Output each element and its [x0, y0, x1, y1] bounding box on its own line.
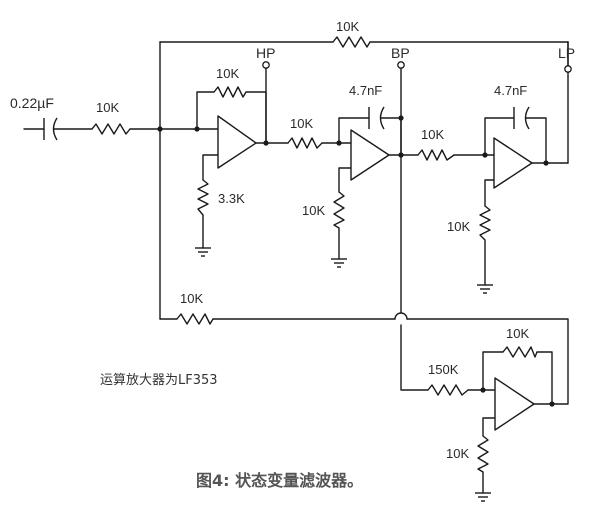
label-r-bp-gnd: 10K — [302, 203, 325, 218]
resistor-input — [91, 123, 131, 135]
label-bp: BP — [391, 45, 410, 61]
op-amp-3 — [493, 137, 533, 189]
ground-icon — [195, 247, 211, 257]
capacitor-bp-feedback — [368, 106, 385, 130]
op-amp-1 — [217, 115, 257, 169]
resistor-integrator-2 — [417, 149, 455, 161]
label-hp: HP — [256, 45, 275, 61]
label-r-hp-gnd: 3.3K — [218, 191, 245, 206]
resistor-lp-ground — [479, 205, 491, 241]
capacitor-input — [43, 117, 58, 141]
resistor-inverter-ground — [477, 435, 489, 473]
label-r-inv-gnd: 10K — [446, 446, 469, 461]
ground-icon — [331, 258, 347, 268]
junction-dots — [157, 115, 555, 407]
label-r-hp-fb: 10K — [216, 66, 239, 81]
label-c-bp: 4.7nF — [349, 83, 382, 98]
capacitor-lp-feedback — [513, 106, 530, 130]
wires — [23, 41, 569, 494]
label-r-return: 10K — [180, 291, 203, 306]
label-r-150k: 150K — [428, 362, 459, 377]
ground-symbols — [195, 247, 493, 502]
label-lp: LP — [558, 45, 575, 61]
ground-icon — [475, 492, 491, 502]
op-amps — [217, 115, 547, 431]
op-amp-4 — [494, 377, 535, 431]
resistor-150k — [427, 384, 469, 396]
resistor-hp-feedback — [213, 86, 247, 98]
label-r-inv-fb: 10K — [506, 326, 529, 341]
component-labels: 0.22µF 10K 10K 10K 10K 3.3K 10K 4.7nF 10… — [10, 19, 529, 461]
capacitors — [43, 106, 530, 141]
terminals — [262, 61, 572, 73]
label-r-int1: 10K — [290, 116, 313, 131]
label-r-int2: 10K — [421, 127, 444, 142]
resistor-bp-ground — [333, 191, 345, 229]
label-r-lp-gnd: 10K — [447, 219, 470, 234]
label-c-in: 0.22µF — [10, 95, 54, 111]
resistor-integrator-1 — [287, 137, 323, 149]
resistor-return — [176, 313, 214, 325]
resistor-top-feedback — [332, 36, 371, 48]
terminal-lp — [564, 65, 572, 73]
label-r-in: 10K — [96, 100, 119, 115]
ground-icon — [477, 284, 493, 294]
resistors — [91, 36, 538, 473]
figure-caption: 图4: 状态变量滤波器。 — [196, 471, 363, 490]
label-r-top: 10K — [336, 19, 359, 34]
terminal-labels: HP BP LP — [256, 45, 575, 61]
terminal-hp — [262, 61, 270, 69]
terminal-bp — [397, 61, 405, 69]
op-amp-2 — [350, 129, 390, 181]
opamp-note: 运算放大器为LF353 — [100, 373, 218, 388]
resistor-inverter-feedback — [502, 346, 538, 358]
label-c-lp: 4.7nF — [494, 83, 527, 98]
resistor-hp-ground — [197, 179, 209, 216]
